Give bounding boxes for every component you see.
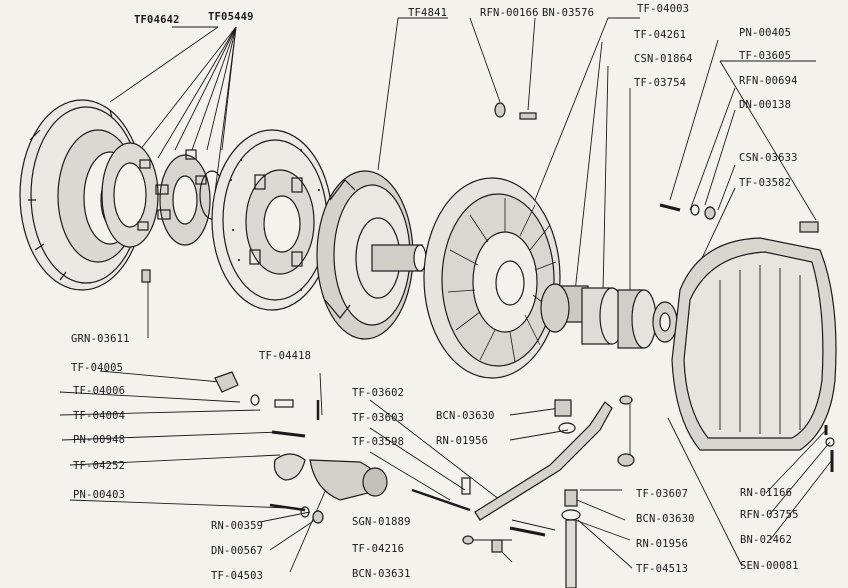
part-label-tf04513: TF-04513 [636,563,689,575]
part-label-rn00359: RN-00359 [211,520,264,532]
part-label-rfn00694: RFN-00694 [739,75,798,87]
part-label-tf03603: TF-03603 [352,412,405,424]
part-label-tf04642: TF04642 [134,14,180,26]
part-label-tf03605: TF-03605 [739,50,792,62]
clutch-disc-part [211,129,333,311]
part-label-tf04503: TF-04503 [211,570,264,582]
part-label-dn00567: DN-00567 [211,545,264,557]
pressure-plate-part [316,170,427,340]
part-label-tf03607: TF-03607 [636,488,689,500]
leader-lines [59,17,833,573]
bell-housing-part [671,237,837,451]
part-label-tf04004: TF-04004 [73,410,126,422]
part-label-tf03582: TF-03582 [739,177,792,189]
part-label-grn03611: GRN-03611 [71,333,130,345]
part-label-tf04003: TF-04003 [637,3,690,15]
part-label-sen00081: SEN-00081 [740,560,799,572]
part-label-pn00405: PN-00405 [739,27,792,39]
part-label-bn03576: BN-03576 [542,7,595,19]
part-label-tf03598: TF-03598 [352,436,405,448]
part-label-dn00138: DN-00138 [739,99,792,111]
part-label-rfn00166: RFN-00166 [480,7,539,19]
part-label-tf04252: TF-04252 [73,460,126,472]
part-label-sgn01889: SGN-01889 [352,516,411,528]
part-label-bcn03631: BCN-03631 [352,568,411,580]
part-label-rn01956-lower: RN-01956 [636,538,689,550]
part-label-csn03633: CSN-03633 [739,152,798,164]
part-label-tf04216: TF-04216 [352,543,405,555]
part-label-csn01864: CSN-01864 [634,53,693,65]
part-label-rfn03755: RFN-03755 [740,509,799,521]
part-label-pn00948: PN-00948 [73,434,126,446]
part-label-tf04005: TF-04005 [71,362,124,374]
part-label-tf04418: TF-04418 [259,350,312,362]
part-label-tf04006: TF-04006 [73,385,126,397]
small-hardware-parts [141,102,835,588]
damper-hub-part [101,142,225,248]
part-label-bn02462: BN-02462 [740,534,793,546]
part-label-tf4841: TF4841 [408,7,448,19]
part-label-bcn03630-upper: BCN-03630 [436,410,495,422]
clutch-cover-part [423,177,589,379]
part-label-tf03602: TF-03602 [352,387,405,399]
part-label-tf03754: TF-03754 [634,77,687,89]
part-label-tf05449: TF05449 [208,11,254,23]
part-label-rn01166: RN-01166 [740,487,793,499]
part-label-rn01956-upper: RN-01956 [436,435,489,447]
release-bearing-part [540,283,678,349]
part-label-pn00403: PN-00403 [73,489,126,501]
part-label-bcn03630-lower: BCN-03630 [636,513,695,525]
part-label-tf04261: TF-04261 [634,29,687,41]
